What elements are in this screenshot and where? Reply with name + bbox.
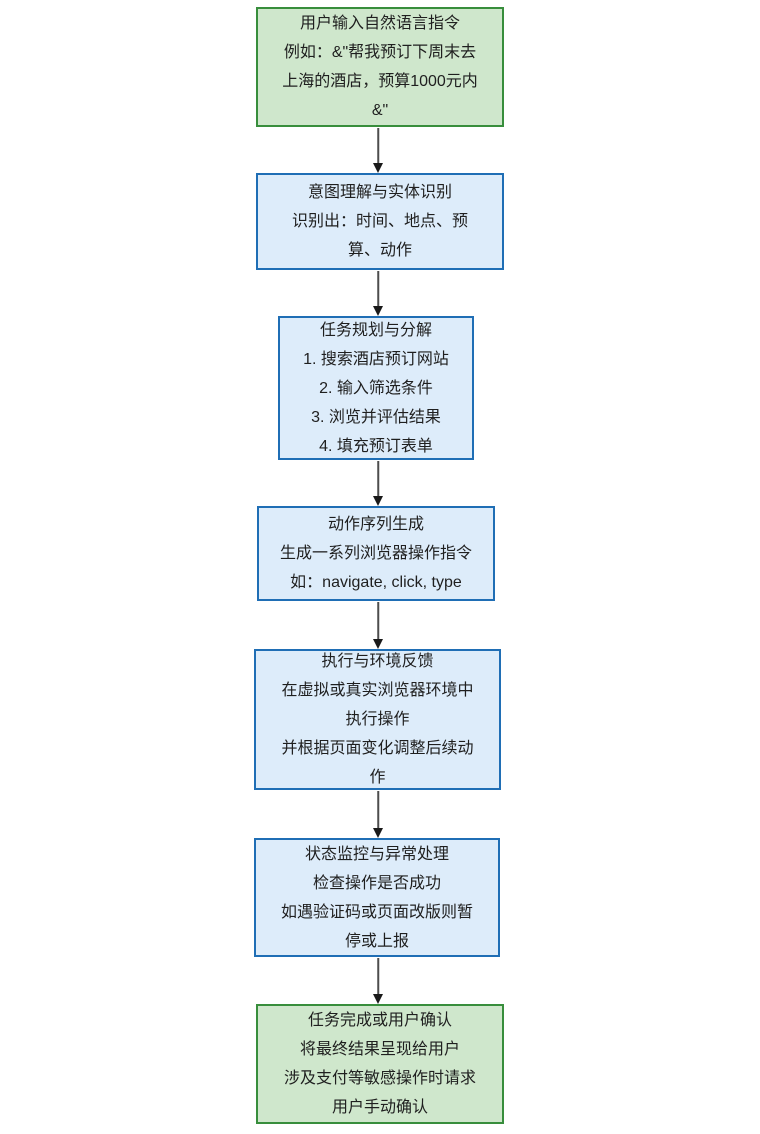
- node-text-line: 停或上报: [344, 932, 409, 950]
- node-text-line: 3. 浏览并评估结果: [311, 408, 441, 426]
- node-text-line: 例如：&"帮我预订下周末去: [283, 44, 477, 61]
- node-text-line: 作: [369, 769, 386, 786]
- node-text-line: 执行操作: [345, 711, 410, 728]
- node-text-line: 如遇验证码或页面改版则暂: [280, 903, 473, 921]
- node-text-line: 状态监控与异常处理: [304, 845, 449, 863]
- flow-arrow-3: [371, 461, 385, 506]
- flow-node-execution-feedback: 执行与环境反馈 在虚拟或真实浏览器环境中 执行操作 并根据页面变化调整后续动 作: [254, 649, 501, 790]
- node-text-line: 意图理解与实体识别: [307, 184, 452, 201]
- flow-arrow-2: [371, 271, 385, 316]
- flow-arrow-4: [371, 602, 385, 649]
- node-text-line: 2. 输入筛选条件: [319, 379, 433, 397]
- flow-node-action-sequence: 动作序列生成 生成一系列浏览器操作指令 如：navigate, click, t…: [257, 506, 495, 601]
- node-text-line: 如：navigate, click, type: [290, 574, 462, 591]
- node-text-line: 执行与环境反馈: [321, 653, 434, 670]
- node-text-line: &": [371, 102, 389, 119]
- flow-arrow-5: [371, 791, 385, 838]
- node-text-line: 生成一系列浏览器操作指令: [279, 545, 472, 562]
- flow-node-task-planning: 任务规划与分解 1. 搜索酒店预订网站 2. 输入筛选条件 3. 浏览并评估结果…: [278, 316, 474, 460]
- node-text-line: 4. 填充预订表单: [319, 437, 433, 455]
- node-text-line: 任务规划与分解: [319, 321, 432, 339]
- node-text-line: 涉及支付等敏感操作时请求: [283, 1070, 476, 1087]
- node-text-line: 1. 搜索酒店预订网站: [303, 350, 449, 368]
- node-text-line: 算、动作: [347, 242, 412, 259]
- flow-node-status-monitoring: 状态监控与异常处理 检查操作是否成功 如遇验证码或页面改版则暂 停或上报: [254, 838, 500, 957]
- flow-arrow-6: [371, 958, 385, 1004]
- flow-node-user-input: 用户输入自然语言指令 例如：&"帮我预订下周末去 上海的酒店，预算1000元内 …: [256, 7, 504, 127]
- node-text-line: 用户手动确认: [331, 1099, 428, 1116]
- node-text-line: 动作序列生成: [327, 516, 424, 533]
- node-text-line: 并根据页面变化调整后续动: [281, 740, 474, 757]
- flow-arrow-1: [371, 128, 385, 173]
- flow-node-intent-understanding: 意图理解与实体识别 识别出：时间、地点、预 算、动作: [256, 173, 504, 270]
- node-text-line: 上海的酒店，预算1000元内: [282, 73, 478, 90]
- node-text-line: 检查操作是否成功: [312, 874, 441, 892]
- node-text-line: 将最终结果呈现给用户: [299, 1041, 460, 1058]
- node-text-line: 识别出：时间、地点、预: [291, 213, 468, 230]
- node-text-line: 在虚拟或真实浏览器环境中: [281, 682, 474, 699]
- node-text-line: 任务完成或用户确认: [307, 1012, 452, 1029]
- node-text-line: 用户输入自然语言指令: [299, 15, 460, 32]
- flow-node-task-completion: 任务完成或用户确认 将最终结果呈现给用户 涉及支付等敏感操作时请求 用户手动确认: [256, 1004, 504, 1124]
